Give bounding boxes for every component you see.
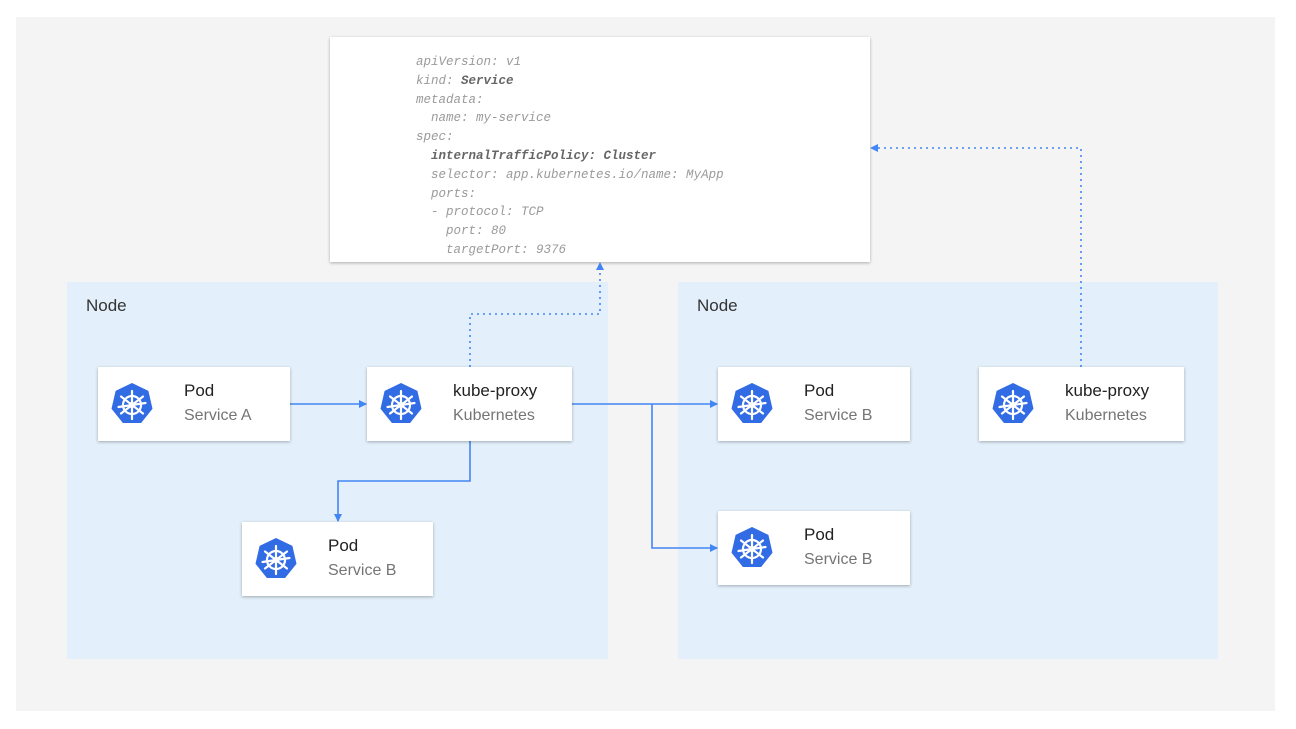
yaml-value: TCP bbox=[513, 205, 544, 220]
node-label: Node bbox=[86, 296, 127, 315]
card-title: Pod bbox=[804, 381, 835, 400]
card-subtitle: Service B bbox=[328, 562, 397, 579]
arrow-kube-proxy-to-local-pod bbox=[334, 441, 471, 522]
yaml-line: metadata: bbox=[416, 91, 724, 110]
yaml-key: port: bbox=[446, 224, 484, 239]
yaml-key: kind: bbox=[416, 73, 454, 88]
card-title: kube-proxy bbox=[453, 381, 538, 400]
yaml-key: ports: bbox=[431, 186, 477, 201]
kubernetes-icon bbox=[730, 382, 774, 426]
pod-service-a-card: Pod Service A bbox=[98, 367, 290, 441]
yaml-value: app.kubernetes.io/name: MyApp bbox=[498, 167, 724, 182]
card-subtitle: Service B bbox=[804, 551, 873, 568]
card-subtitle: Service A bbox=[184, 407, 252, 424]
yaml-key: internalTrafficPolicy: bbox=[431, 148, 597, 163]
dotted-kube-proxy-1-to-service bbox=[469, 262, 604, 367]
yaml-value: 80 bbox=[483, 224, 507, 239]
pod-service-b-local-card: Pod Service B bbox=[242, 522, 433, 596]
yaml-key: name: bbox=[431, 111, 469, 126]
yaml-line: port: 80 bbox=[416, 222, 724, 241]
yaml-line: ports: bbox=[416, 185, 724, 204]
yaml-line: apiVersion: v1 bbox=[416, 53, 724, 72]
dotted-kube-proxy-2-to-service bbox=[870, 144, 1082, 367]
node-1: Node bbox=[67, 282, 608, 659]
yaml-key: - protocol: bbox=[431, 205, 514, 220]
yaml-key: targetPort: bbox=[446, 242, 529, 257]
yaml-value: my-service bbox=[468, 111, 552, 126]
kube-proxy-1-card: kube-proxy Kubernetes bbox=[367, 367, 572, 441]
pod-service-b-remote-2-card: Pod Service B bbox=[718, 511, 910, 585]
card-title: kube-proxy bbox=[1065, 381, 1150, 400]
node-2: Node bbox=[678, 282, 1218, 659]
kubernetes-icon bbox=[379, 382, 423, 426]
kubernetes-icon bbox=[110, 382, 154, 426]
yaml-value: 9376 bbox=[528, 242, 567, 257]
yaml-key: apiVersion: bbox=[416, 55, 499, 69]
yaml-value: Cluster bbox=[596, 148, 657, 163]
kubernetes-icon bbox=[730, 526, 774, 570]
card-title: Pod bbox=[804, 525, 835, 544]
yaml-line: spec: bbox=[416, 128, 724, 147]
yaml-line: name: my-service bbox=[416, 109, 724, 128]
card-subtitle: Service B bbox=[804, 407, 873, 424]
yaml-line: internalTrafficPolicy: Cluster bbox=[416, 147, 724, 166]
yaml-value: v1 bbox=[498, 55, 522, 69]
kubernetes-icon bbox=[991, 382, 1035, 426]
card-title: Pod bbox=[328, 536, 359, 555]
pod-service-b-remote-1-card: Pod Service B bbox=[718, 367, 910, 441]
yaml-line: targetPort: 9376 bbox=[416, 241, 724, 260]
kube-proxy-2-card: kube-proxy Kubernetes bbox=[979, 367, 1184, 441]
kubernetes-icon bbox=[254, 537, 298, 581]
yaml-key: selector: bbox=[431, 167, 499, 182]
yaml-line: selector: app.kubernetes.io/name: MyApp bbox=[416, 166, 724, 185]
card-subtitle: Kubernetes bbox=[1065, 407, 1147, 424]
arrow-kube-proxy-to-remote-pod-2 bbox=[651, 404, 718, 552]
yaml-value: Service bbox=[453, 73, 514, 88]
card-title: Pod bbox=[184, 381, 215, 400]
yaml-key: metadata: bbox=[416, 92, 484, 107]
yaml-line: kind: Service bbox=[416, 72, 724, 91]
yaml-key: spec: bbox=[416, 130, 454, 145]
yaml-line: - protocol: TCP bbox=[416, 203, 724, 222]
node-label: Node bbox=[697, 296, 738, 315]
card-subtitle: Kubernetes bbox=[453, 407, 535, 424]
